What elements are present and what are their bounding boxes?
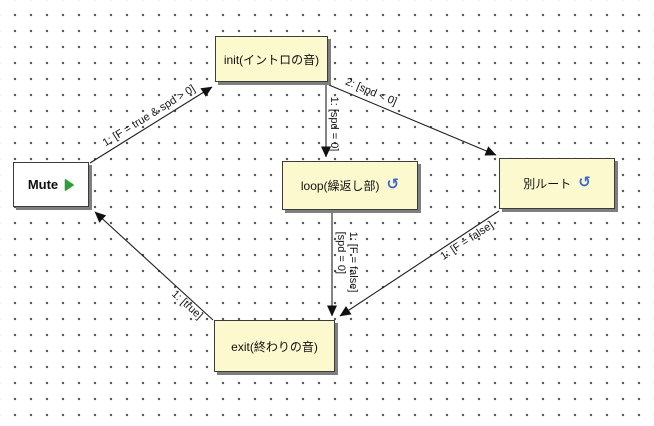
play-triangle-icon [65, 178, 75, 191]
state-label: loop(繰返し部) [300, 179, 380, 193]
edge-exit-to-mute[interactable] [94, 211, 214, 321]
edge-label-init-to-loop[interactable]: 1: [spd = 0] [328, 96, 340, 152]
edge-label-line: 1: [F = false] [347, 231, 359, 293]
edge-init-to-alt-route[interactable] [328, 84, 497, 156]
state-label: 別ルート [523, 177, 572, 191]
state-label: Mute [27, 177, 59, 192]
state-label: exit(終わりの音) [231, 339, 318, 354]
state-node-exit[interactable]: exit(終わりの音) [214, 320, 335, 372]
edge-mute-to-init[interactable] [89, 86, 213, 164]
loop-repeat-icon: ↺ [578, 174, 591, 191]
state-node-loop[interactable]: loop(繰返し部) ↺ [282, 161, 418, 210]
edge-alt-route-to-exit[interactable] [339, 210, 500, 317]
state-node-init[interactable]: init(イントロの音) [215, 36, 328, 82]
edge-label-line: [spd = 0] [335, 231, 347, 275]
loop-repeat-icon: ↺ [386, 176, 400, 193]
state-node-mute[interactable]: Mute [13, 162, 89, 207]
state-label: init(イントロの音) [223, 52, 320, 67]
state-node-alt-route[interactable]: 別ルート ↺ [499, 158, 615, 209]
edge-label-loop-to-exit[interactable]: 1: [F = false] [spd = 0] [335, 232, 359, 293]
